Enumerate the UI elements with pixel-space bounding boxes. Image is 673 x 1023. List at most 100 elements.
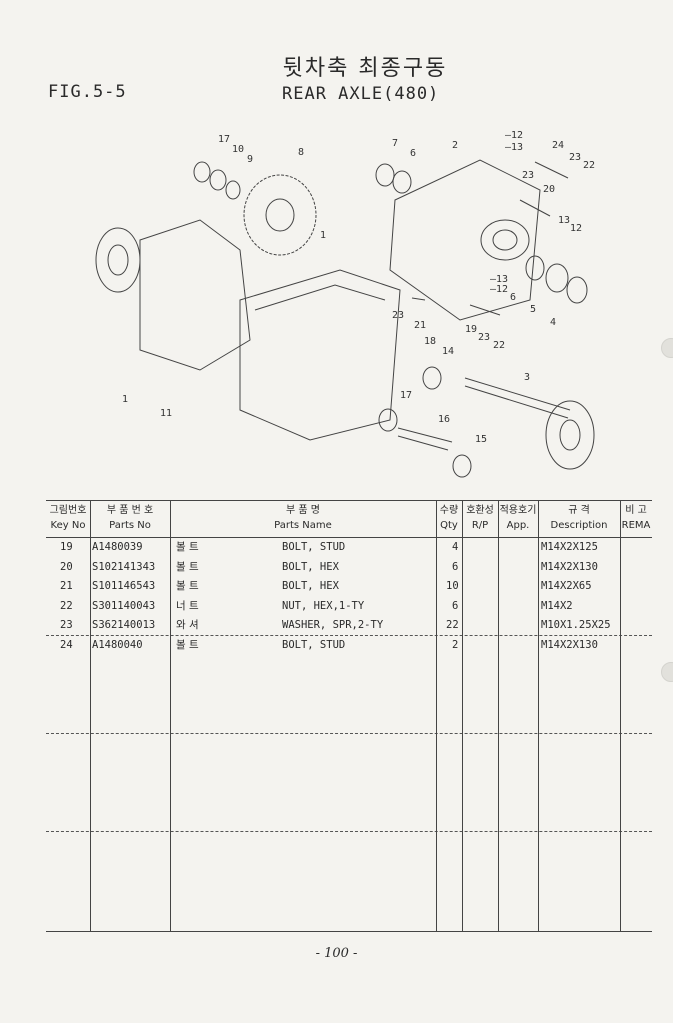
header-key-ko: 그림번호 <box>49 505 87 516</box>
callout-11: 11 <box>160 408 172 419</box>
header-key-en: Key No <box>50 520 86 531</box>
header-rp-en: R/P <box>471 520 489 531</box>
bearing-10 <box>209 169 227 191</box>
stud-19 <box>469 304 501 316</box>
binder-hole-bottom <box>661 662 673 682</box>
row-key: 22 <box>60 599 73 612</box>
row-desc: M14X2X130 <box>541 560 598 573</box>
col-divider-4 <box>462 500 463 932</box>
bearing-7 <box>375 163 395 187</box>
callout-19: 19 <box>465 324 477 335</box>
row-qty: 2 <box>452 638 459 651</box>
exploded-parts-diagram: 17 10 9 8 7 6 2 —12 —13 24 23 22 23 20 1… <box>80 120 640 490</box>
callout-16: 16 <box>438 414 450 425</box>
row-name-ko: 볼 트 <box>176 638 199 651</box>
axle-flange <box>545 400 595 470</box>
row-part-no: S102141343 <box>92 560 156 573</box>
callout-7: 7 <box>392 138 398 149</box>
row-name-ko: 와 셔 <box>176 619 199 631</box>
row-desc: M14X2 <box>541 599 573 612</box>
row-name: BOLT, HEX <box>282 560 339 573</box>
callout-12: —12 <box>505 130 523 141</box>
row-key: 19 <box>60 541 73 553</box>
bearing-15 <box>452 454 472 478</box>
row-name: NUT, HEX,1-TY <box>282 599 365 612</box>
callout-18: 18 <box>424 336 436 347</box>
callout-17b: 17 <box>400 390 412 401</box>
row-desc: M10X1.25X25 <box>541 619 611 631</box>
callout-6: 6 <box>410 148 416 159</box>
header-desc-en: Description <box>550 520 608 531</box>
callout-20: 20 <box>543 184 555 195</box>
callout-10: 10 <box>232 144 244 155</box>
row-part-no: S362140013 <box>92 619 156 631</box>
page-title-korean: 뒷차축 최종구동 <box>282 56 448 81</box>
callout-12c: —12 <box>490 284 508 295</box>
callout-2: 2 <box>452 140 458 151</box>
header-rp-ko: 호환성 <box>466 505 494 516</box>
row-desc: M14X2X125 <box>541 541 598 553</box>
header-part-en: Parts No <box>109 520 151 531</box>
header-name-ko: 부 품 명 <box>286 505 320 516</box>
header-app-ko: 적용호기 <box>499 505 537 516</box>
callout-4: 4 <box>550 317 556 328</box>
bearing-14 <box>422 366 442 390</box>
callout-24: 24 <box>552 140 564 151</box>
bearing-6b <box>525 255 545 281</box>
col-divider-2 <box>170 500 171 932</box>
callout-13b: 13 <box>558 215 570 226</box>
table-bottom-rule <box>46 931 652 932</box>
callout-12b: 12 <box>570 223 582 234</box>
bearing-housing <box>480 219 530 261</box>
washer-9 <box>225 180 241 200</box>
callout-13c: —13 <box>490 274 508 285</box>
header-rema-ko: 비 고 <box>625 505 647 516</box>
callout-22b: 22 <box>493 340 505 351</box>
callout-14: 14 <box>442 346 454 357</box>
col-divider-5 <box>498 500 499 932</box>
header-part-ko: 부 품 번 호 <box>106 505 154 516</box>
pinion-shaft-16 <box>397 427 453 443</box>
row-key: 23 <box>60 619 73 631</box>
callout-1: 1 <box>320 230 326 241</box>
row-desc: M14X2X130 <box>541 638 598 651</box>
col-divider-7 <box>620 500 621 932</box>
figure-number: FIG.5-5 <box>48 82 127 102</box>
row-desc: M14X2X65 <box>541 580 592 592</box>
axle-cover <box>389 159 541 321</box>
callout-8: 8 <box>298 147 304 158</box>
row-qty: 6 <box>452 560 459 573</box>
axle-shaft-3 <box>464 377 571 411</box>
bearing-6 <box>392 170 412 194</box>
row-part-no: S101146543 <box>92 580 156 592</box>
header-name-en: Parts Name <box>274 520 332 531</box>
table-dash-1 <box>46 635 652 636</box>
row-qty: 22 <box>446 619 459 631</box>
row-name: BOLT, HEX <box>282 580 339 592</box>
drive-flange <box>95 227 141 293</box>
row-part-no: A1480040 <box>92 638 143 651</box>
row-key: 24 <box>60 638 73 651</box>
seal-17b <box>378 408 398 432</box>
row-name: WASHER, SPR,2-TY <box>282 619 384 631</box>
row-name-ko: 볼 트 <box>176 580 199 592</box>
row-part-no: S301140043 <box>92 599 156 612</box>
table-dash-2 <box>46 733 652 734</box>
bolt-21 <box>411 297 426 301</box>
table-top-rule <box>46 500 652 501</box>
page-number: - 100 - <box>315 946 358 961</box>
callout-23d: 23 <box>478 332 490 343</box>
row-key: 21 <box>60 580 73 592</box>
header-qty-ko: 수량 <box>439 505 459 516</box>
row-part-no: A1480039 <box>92 541 143 553</box>
binder-hole-top <box>661 338 673 358</box>
col-divider-3 <box>436 500 437 932</box>
header-app-en: App. <box>506 520 530 531</box>
center-housing <box>239 269 401 441</box>
callout-5: 5 <box>530 304 536 315</box>
diagram-drawing: 17 10 9 8 7 6 2 —12 —13 24 23 22 23 20 1… <box>95 130 595 478</box>
row-qty: 6 <box>452 599 459 612</box>
callout-6b: 6 <box>510 292 516 303</box>
seal-4 <box>566 276 588 304</box>
seal-17 <box>193 161 211 183</box>
